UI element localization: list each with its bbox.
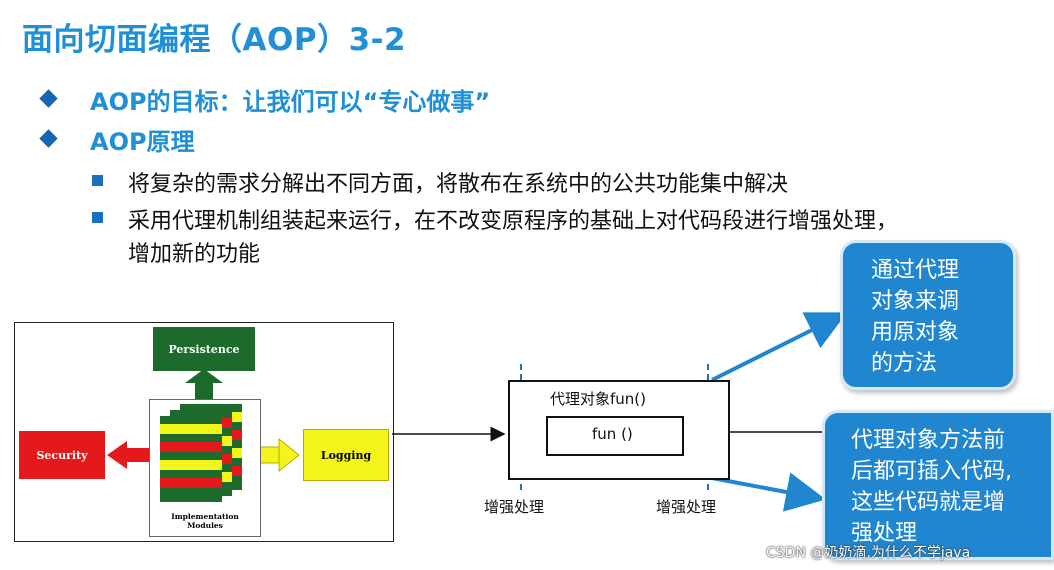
sub-bullet-proxy-line2: 增加新的功能 [128,242,261,267]
square-bullet-icon [92,175,103,186]
sub-bullet-proxy-line1: 采用代理机制组装起来运行，在不改变原程序的基础上对代码段进行增强处理， [128,209,899,234]
callout-bottom-line: 后都可插入代码, [851,459,1012,484]
aop-arrows [107,369,300,473]
callout-top-line: 对象来调 [871,289,960,314]
proxy-object-label: 代理对象fun() [550,390,646,408]
stacked-modules-icon [160,404,242,502]
watermark: CSDN @奶奶滴,为什么不学java [766,545,971,561]
callout-proxy-call: 通过代理 对象来调 用原对象 的方法 [840,240,1016,390]
logging-box: Logging [303,429,389,481]
callout-top-line: 通过代理 [871,258,960,283]
implementation-text: Implementation [171,512,239,521]
enhance-right-label: 增强处理 [656,498,717,516]
aop-diagram: Persistence Security Logging [14,322,394,542]
sub-bullet-decompose: 将复杂的需求分解出不同方面，将散布在系统中的公共功能集中解决 [128,172,789,197]
callout-top-line: 的方法 [871,351,938,376]
callout-bottom-line: 代理对象方法前 [851,428,1006,453]
persistence-box: Persistence [153,327,255,371]
bullet-aop-principle: AOP原理 [90,128,195,156]
square-bullet-icon [92,212,103,223]
implementation-modules: Implementation Modules [149,399,261,537]
modules-text: Modules [187,521,223,530]
persistence-label: Persistence [168,342,240,356]
callout-top-line: 用原对象 [871,320,960,345]
proxy-object-box [508,380,730,480]
security-box: Security [19,431,105,479]
implementation-label: Implementation Modules [150,512,260,530]
logging-label: Logging [320,448,372,462]
enhance-left-label: 增强处理 [484,498,545,516]
fun-label: fun () [592,425,633,443]
bullet-aop-goal: AOP的目标：让我们可以“专心做事” [90,88,491,116]
fun-box [546,416,684,456]
callout-bottom-line: 这些代码就是增 [851,490,1006,515]
callout-bottom-line: 强处理 [851,521,918,546]
security-label: Security [36,448,88,462]
callout-enhancement: 代理对象方法前 后都可插入代码, 这些代码就是增 强处理 [822,410,1054,560]
slide-title: 面向切面编程（AOP）3-2 [22,22,407,58]
